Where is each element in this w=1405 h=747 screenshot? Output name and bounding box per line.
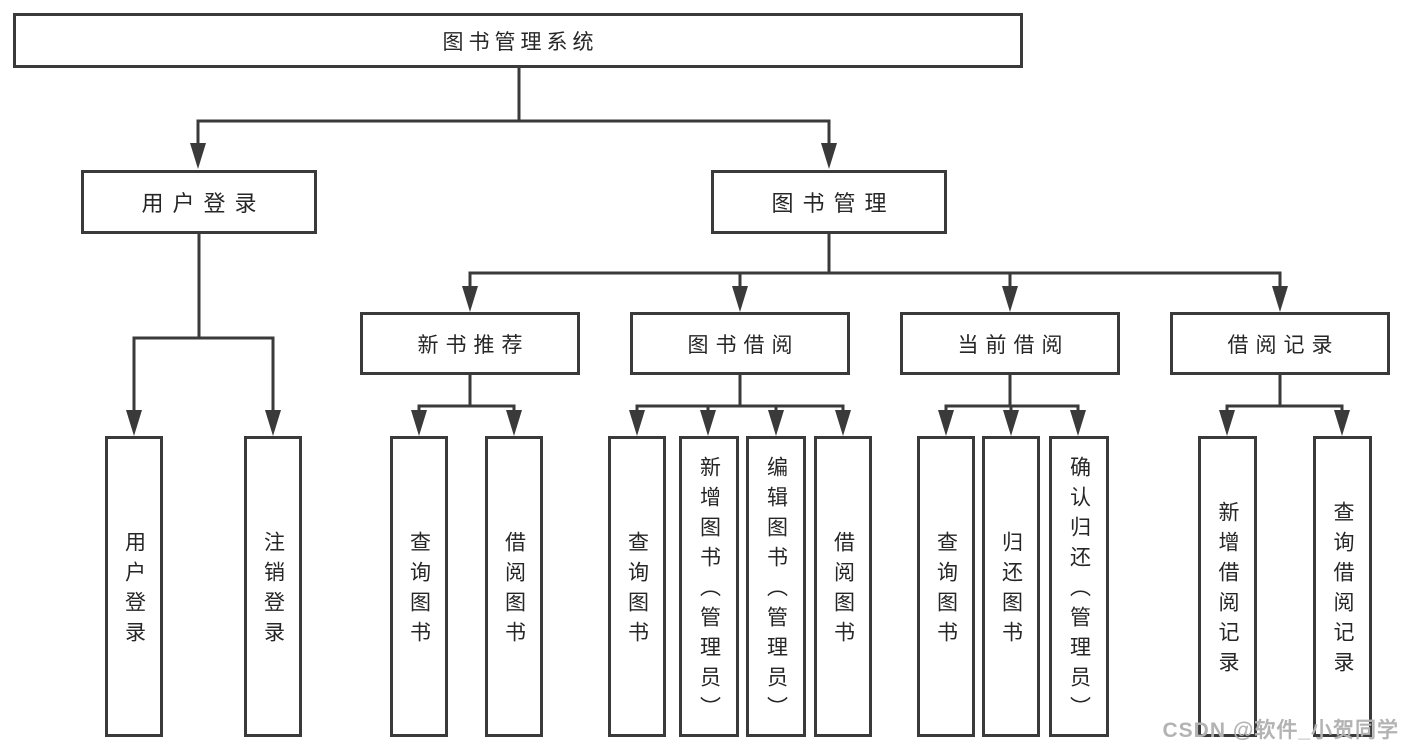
leaf-label: 编辑图书（管理员） [764,456,788,726]
connector-current-borrow-children [944,373,1080,416]
leaf-label: 查询图书 [625,531,649,651]
node-new-book-recommend: 新书推荐 [360,312,580,375]
connector-book-borrow-children [635,373,845,416]
leaf-query-books-recommend: 查询图书 [390,436,448,737]
node-label: 借阅记录 [1227,333,1340,357]
connector-user-login-children [132,232,275,414]
connector-new-book-children [417,373,516,416]
connector-root-to-level2 [196,66,831,148]
csdn-watermark: CSDN @软件_小贺同学 [1162,719,1399,742]
leaf-add-borrow-record: 新增借阅记录 [1198,436,1257,737]
node-library-management-system: 图书管理系统 [13,13,1023,68]
node-current-borrow: 当前借阅 [900,312,1120,375]
leaf-return-book: 归还图书 [982,436,1040,737]
node-label: 用户登录 [141,191,266,216]
leaf-label: 查询借阅记录 [1331,501,1354,681]
leaf-borrow-books: 借阅图书 [814,436,872,737]
arrowhead-icons [126,143,1350,436]
node-label: 图书管理 [771,191,896,216]
node-book-borrow: 图书借阅 [630,312,850,375]
leaf-logout: 注销登录 [244,436,302,737]
leaf-query-books-current: 查询图书 [917,436,975,737]
connector-book-management-children [468,232,1282,291]
node-user-login: 用户登录 [81,170,317,234]
node-borrow-records: 借阅记录 [1170,312,1390,375]
leaf-label: 新增借阅记录 [1216,501,1239,681]
leaf-add-book-admin: 新增图书（管理员） [679,436,739,737]
leaf-label: 注销登录 [261,531,285,651]
node-label: 当前借阅 [957,333,1070,357]
leaf-label: 查询图书 [934,531,958,651]
leaf-label: 确认归还（管理员） [1067,456,1091,726]
connector-borrow-records-children [1225,373,1344,416]
leaf-edit-book-admin: 编辑图书（管理员） [746,436,806,737]
node-label: 新书推荐 [417,333,530,357]
leaf-borrow-books-recommend: 借阅图书 [485,436,543,737]
leaf-label: 归还图书 [999,531,1023,651]
leaf-query-books-borrow: 查询图书 [608,436,666,737]
leaf-label: 新增图书（管理员） [697,456,721,726]
leaf-label: 用户登录 [122,531,146,651]
node-book-management: 图书管理 [711,170,947,234]
leaf-query-borrow-record: 查询借阅记录 [1313,436,1372,737]
leaf-label: 查询图书 [407,531,431,651]
node-label: 图书管理系统 [442,30,599,54]
leaf-label: 借阅图书 [502,531,526,651]
leaf-confirm-return-admin: 确认归还（管理员） [1049,436,1109,737]
leaf-user-login: 用户登录 [105,436,163,737]
leaf-label: 借阅图书 [831,531,855,651]
node-label: 图书借阅 [687,333,800,357]
